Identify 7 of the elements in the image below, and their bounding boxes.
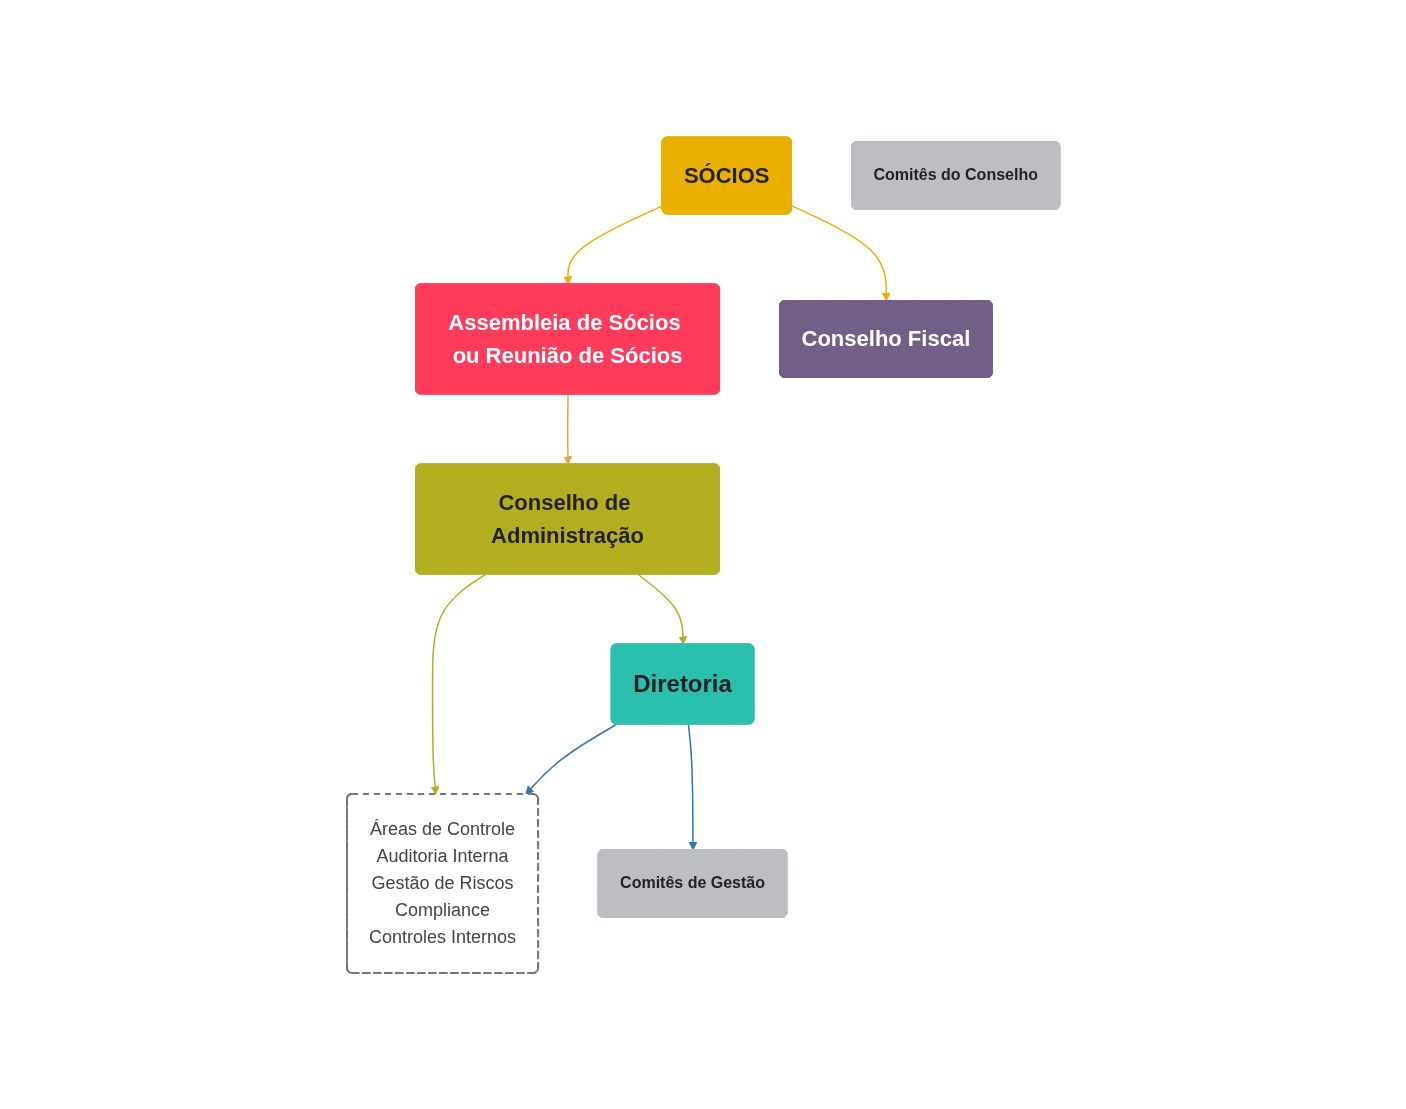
arrow: [637, 573, 687, 645]
arrow: [524, 723, 617, 795]
arrow: [430, 573, 486, 795]
arrow: [687, 723, 697, 850]
arrow: [790, 204, 891, 301]
arrow: [563, 393, 572, 465]
arrow: [563, 204, 663, 285]
